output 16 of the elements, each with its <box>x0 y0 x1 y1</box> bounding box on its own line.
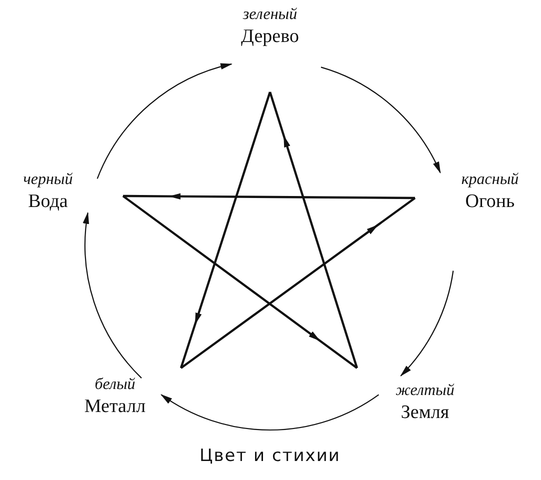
element-label: Металл <box>84 395 146 418</box>
caption: Цвет и стихии <box>200 446 340 466</box>
color-label: желтый <box>396 381 454 401</box>
color-label: белый <box>94 375 136 395</box>
arc-arrow <box>83 212 142 378</box>
element-label: Вода <box>28 190 68 213</box>
element-label: Дерево <box>241 25 299 48</box>
color-label: красный <box>461 170 519 190</box>
arc-arrow <box>160 394 380 430</box>
arc-arrow <box>400 270 454 377</box>
color-label: зеленый <box>242 5 298 25</box>
arc-arrow <box>320 66 441 174</box>
element-label: Земля <box>400 401 450 424</box>
color-label: черный <box>23 170 73 190</box>
arc-arrow <box>96 64 232 179</box>
element-label: Огонь <box>465 190 515 213</box>
